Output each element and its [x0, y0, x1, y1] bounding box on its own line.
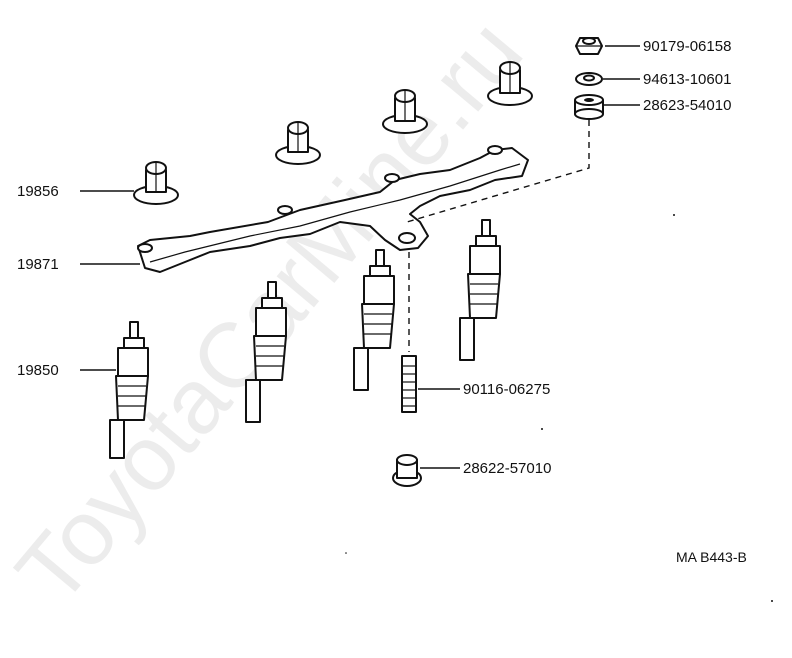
stud-bolt-icon[interactable]	[401, 355, 417, 413]
insulator-icon[interactable]	[133, 61, 533, 205]
part-number-label[interactable]: 28622-57010	[463, 460, 551, 477]
part-number-label[interactable]: 28623-54010	[643, 97, 731, 114]
part-number-label[interactable]: 94613-10601	[643, 71, 731, 88]
part-number-label[interactable]: 90179-06158	[643, 38, 731, 55]
connector-bar-icon[interactable]	[137, 145, 529, 273]
part-number-label[interactable]: 90116-06275	[463, 381, 550, 398]
part-number-label[interactable]: 19871	[17, 256, 59, 273]
part-number-label[interactable]: 19850	[17, 362, 59, 379]
glow-plug-icon[interactable]	[109, 219, 501, 459]
washer-icon[interactable]	[575, 72, 603, 86]
nut-collar-icon[interactable]	[392, 454, 422, 487]
collar-icon[interactable]	[574, 94, 604, 120]
part-number-label[interactable]: 19856	[17, 183, 59, 200]
diagram-reference-code: MA B443-B	[676, 549, 747, 565]
nut-icon[interactable]	[575, 37, 603, 55]
